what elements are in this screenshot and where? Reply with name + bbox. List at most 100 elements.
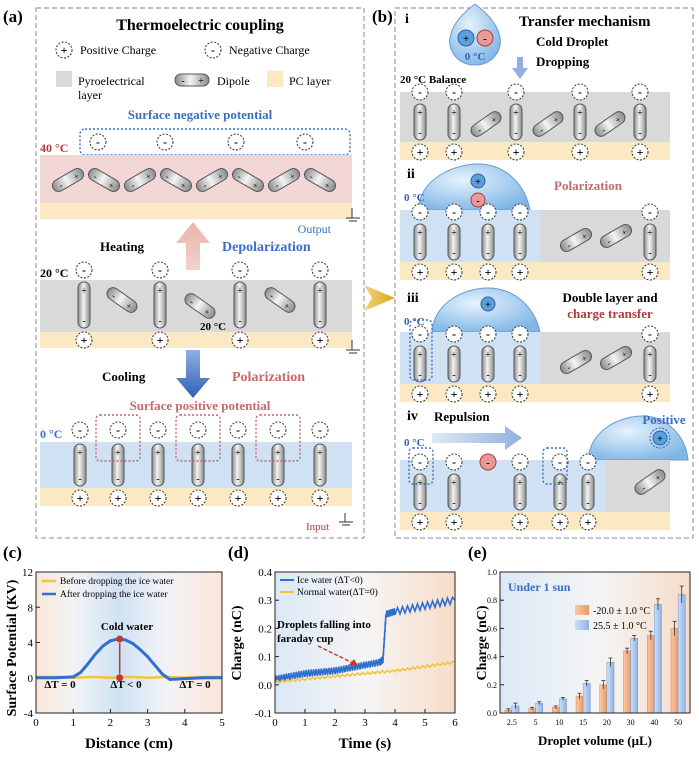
svg-text:+: + (275, 448, 281, 459)
svg-text:-: - (110, 291, 118, 301)
svg-text:+: + (115, 491, 122, 505)
x-tick-label: 20 (603, 718, 611, 727)
dipole-icon (573, 103, 587, 141)
svg-text:-: - (486, 248, 489, 259)
stage-iv-dipoles: -+-+-+-+-+-+-+-+-+-+-+- (408, 447, 666, 531)
temp-40: 40 °C (40, 141, 68, 155)
dipole-icon (413, 103, 427, 141)
svg-text:+: + (288, 171, 297, 182)
svg-text:-: - (418, 128, 421, 139)
positive-charge-icon (269, 489, 287, 507)
stage-ii: ii (407, 167, 415, 182)
svg-text:+: + (144, 171, 153, 182)
svg-text:-: - (158, 263, 162, 277)
stage-iii: iii (407, 291, 419, 306)
y-tick-label: 1.0 (487, 568, 497, 577)
e-ylabel: Charge (nC) (475, 605, 490, 680)
svg-text:-: - (82, 316, 85, 327)
cold-water-label: Cold water (101, 621, 153, 633)
negative-charge-icon (511, 453, 529, 471)
svg-text:+: + (517, 387, 524, 401)
negative-charge-icon (479, 453, 497, 471)
svg-text:-: - (318, 474, 321, 485)
svg-text:+: + (282, 300, 292, 311)
svg-text:-: - (236, 423, 240, 437)
x-tick-label: 4 (392, 717, 398, 729)
panel-a: (a) Thermoelectric coupling + Positive C… (3, 7, 365, 539)
negative-charge-icon (156, 133, 174, 151)
panel-e-label: (e) (468, 543, 487, 562)
svg-text:+: + (620, 349, 629, 360)
x-tick-label: 1 (302, 717, 308, 729)
x-tick-label: 6 (452, 717, 458, 729)
svg-text:-: - (578, 128, 581, 139)
negative-charge-icon (231, 261, 249, 279)
dipole-icon: -+ (594, 111, 626, 137)
svg-text:+: + (179, 180, 188, 191)
svg-text:-: - (452, 128, 455, 139)
svg-text:+: + (637, 108, 643, 119)
bar (630, 638, 638, 714)
svg-text:+: + (485, 228, 491, 239)
svg-text:-: - (188, 297, 196, 307)
negative-charge-icon (411, 325, 429, 343)
surface-negative-charges: ---- (89, 133, 314, 151)
x-tick-label: 4 (182, 717, 188, 729)
svg-text:-: - (156, 474, 159, 485)
svg-text:-: - (518, 248, 521, 259)
svg-text:-: - (558, 498, 561, 509)
negative-charge-icon (71, 421, 89, 439)
panel-a-label: (a) (3, 7, 23, 26)
svg-text:-: - (452, 248, 455, 259)
c-legend-before: Before dropping the ice water (60, 576, 174, 587)
svg-text:-: - (638, 85, 642, 99)
svg-text:-: - (486, 327, 490, 341)
svg-text:+: + (451, 108, 457, 119)
negative-charge-icon (296, 133, 314, 151)
d-xlabel: Time (s) (339, 736, 392, 752)
negative-charge-icon (445, 325, 463, 343)
x-tick-label: 5 (422, 717, 428, 729)
svg-text:+: + (451, 478, 457, 489)
negative-charge-icon (75, 261, 93, 279)
dipole-icon (447, 223, 461, 261)
positive-charge-icon (571, 143, 589, 161)
positive-charge-icon (411, 263, 429, 281)
input-label: Input (306, 521, 329, 533)
svg-text:+: + (107, 180, 116, 191)
svg-text:+: + (557, 515, 564, 529)
c-xlabel: Distance (cm) (85, 736, 173, 752)
svg-text:-: - (486, 370, 489, 381)
x-tick-label: 5 (534, 718, 538, 727)
svg-text:-: - (476, 196, 479, 207)
svg-text:-: - (483, 33, 487, 45)
stage-i-dipoles: -+-+-+-+-+-+-+-+-+-+-+-+-+ (411, 83, 649, 161)
svg-text:-: - (163, 135, 167, 149)
mixed-dipoles-20: -+-+-+-+-+-+-+-+-+-+-+ (75, 261, 329, 349)
positive-charge-icon (149, 489, 167, 507)
panel-d-label: (d) (228, 543, 249, 562)
positive-charge-icon (109, 489, 127, 507)
highlight-box (408, 447, 434, 485)
y-tick-label: 0.3 (258, 595, 272, 607)
negative-charge-icon (227, 133, 245, 151)
svg-text:+: + (157, 286, 163, 297)
dipole-icon: -+ (231, 168, 265, 192)
positive-charge-icon (445, 263, 463, 281)
y-tick-label: 8 (28, 602, 34, 614)
svg-text:+: + (235, 448, 241, 459)
svg-text:+: + (513, 108, 519, 119)
y-tick-label: 12 (22, 567, 33, 579)
svg-text:+: + (237, 286, 243, 297)
dipole-icon (513, 473, 527, 511)
negative-charge-icon (269, 421, 287, 439)
svg-text:-: - (418, 498, 421, 509)
droplet-iv (587, 415, 689, 461)
negative-charge-icon (479, 203, 497, 221)
svg-text:+: + (323, 180, 332, 191)
dipole-icon (174, 73, 210, 87)
negative-charge-icon (551, 453, 569, 471)
positive-label: Positive (642, 412, 686, 427)
panel-b-label: (b) (372, 7, 393, 26)
